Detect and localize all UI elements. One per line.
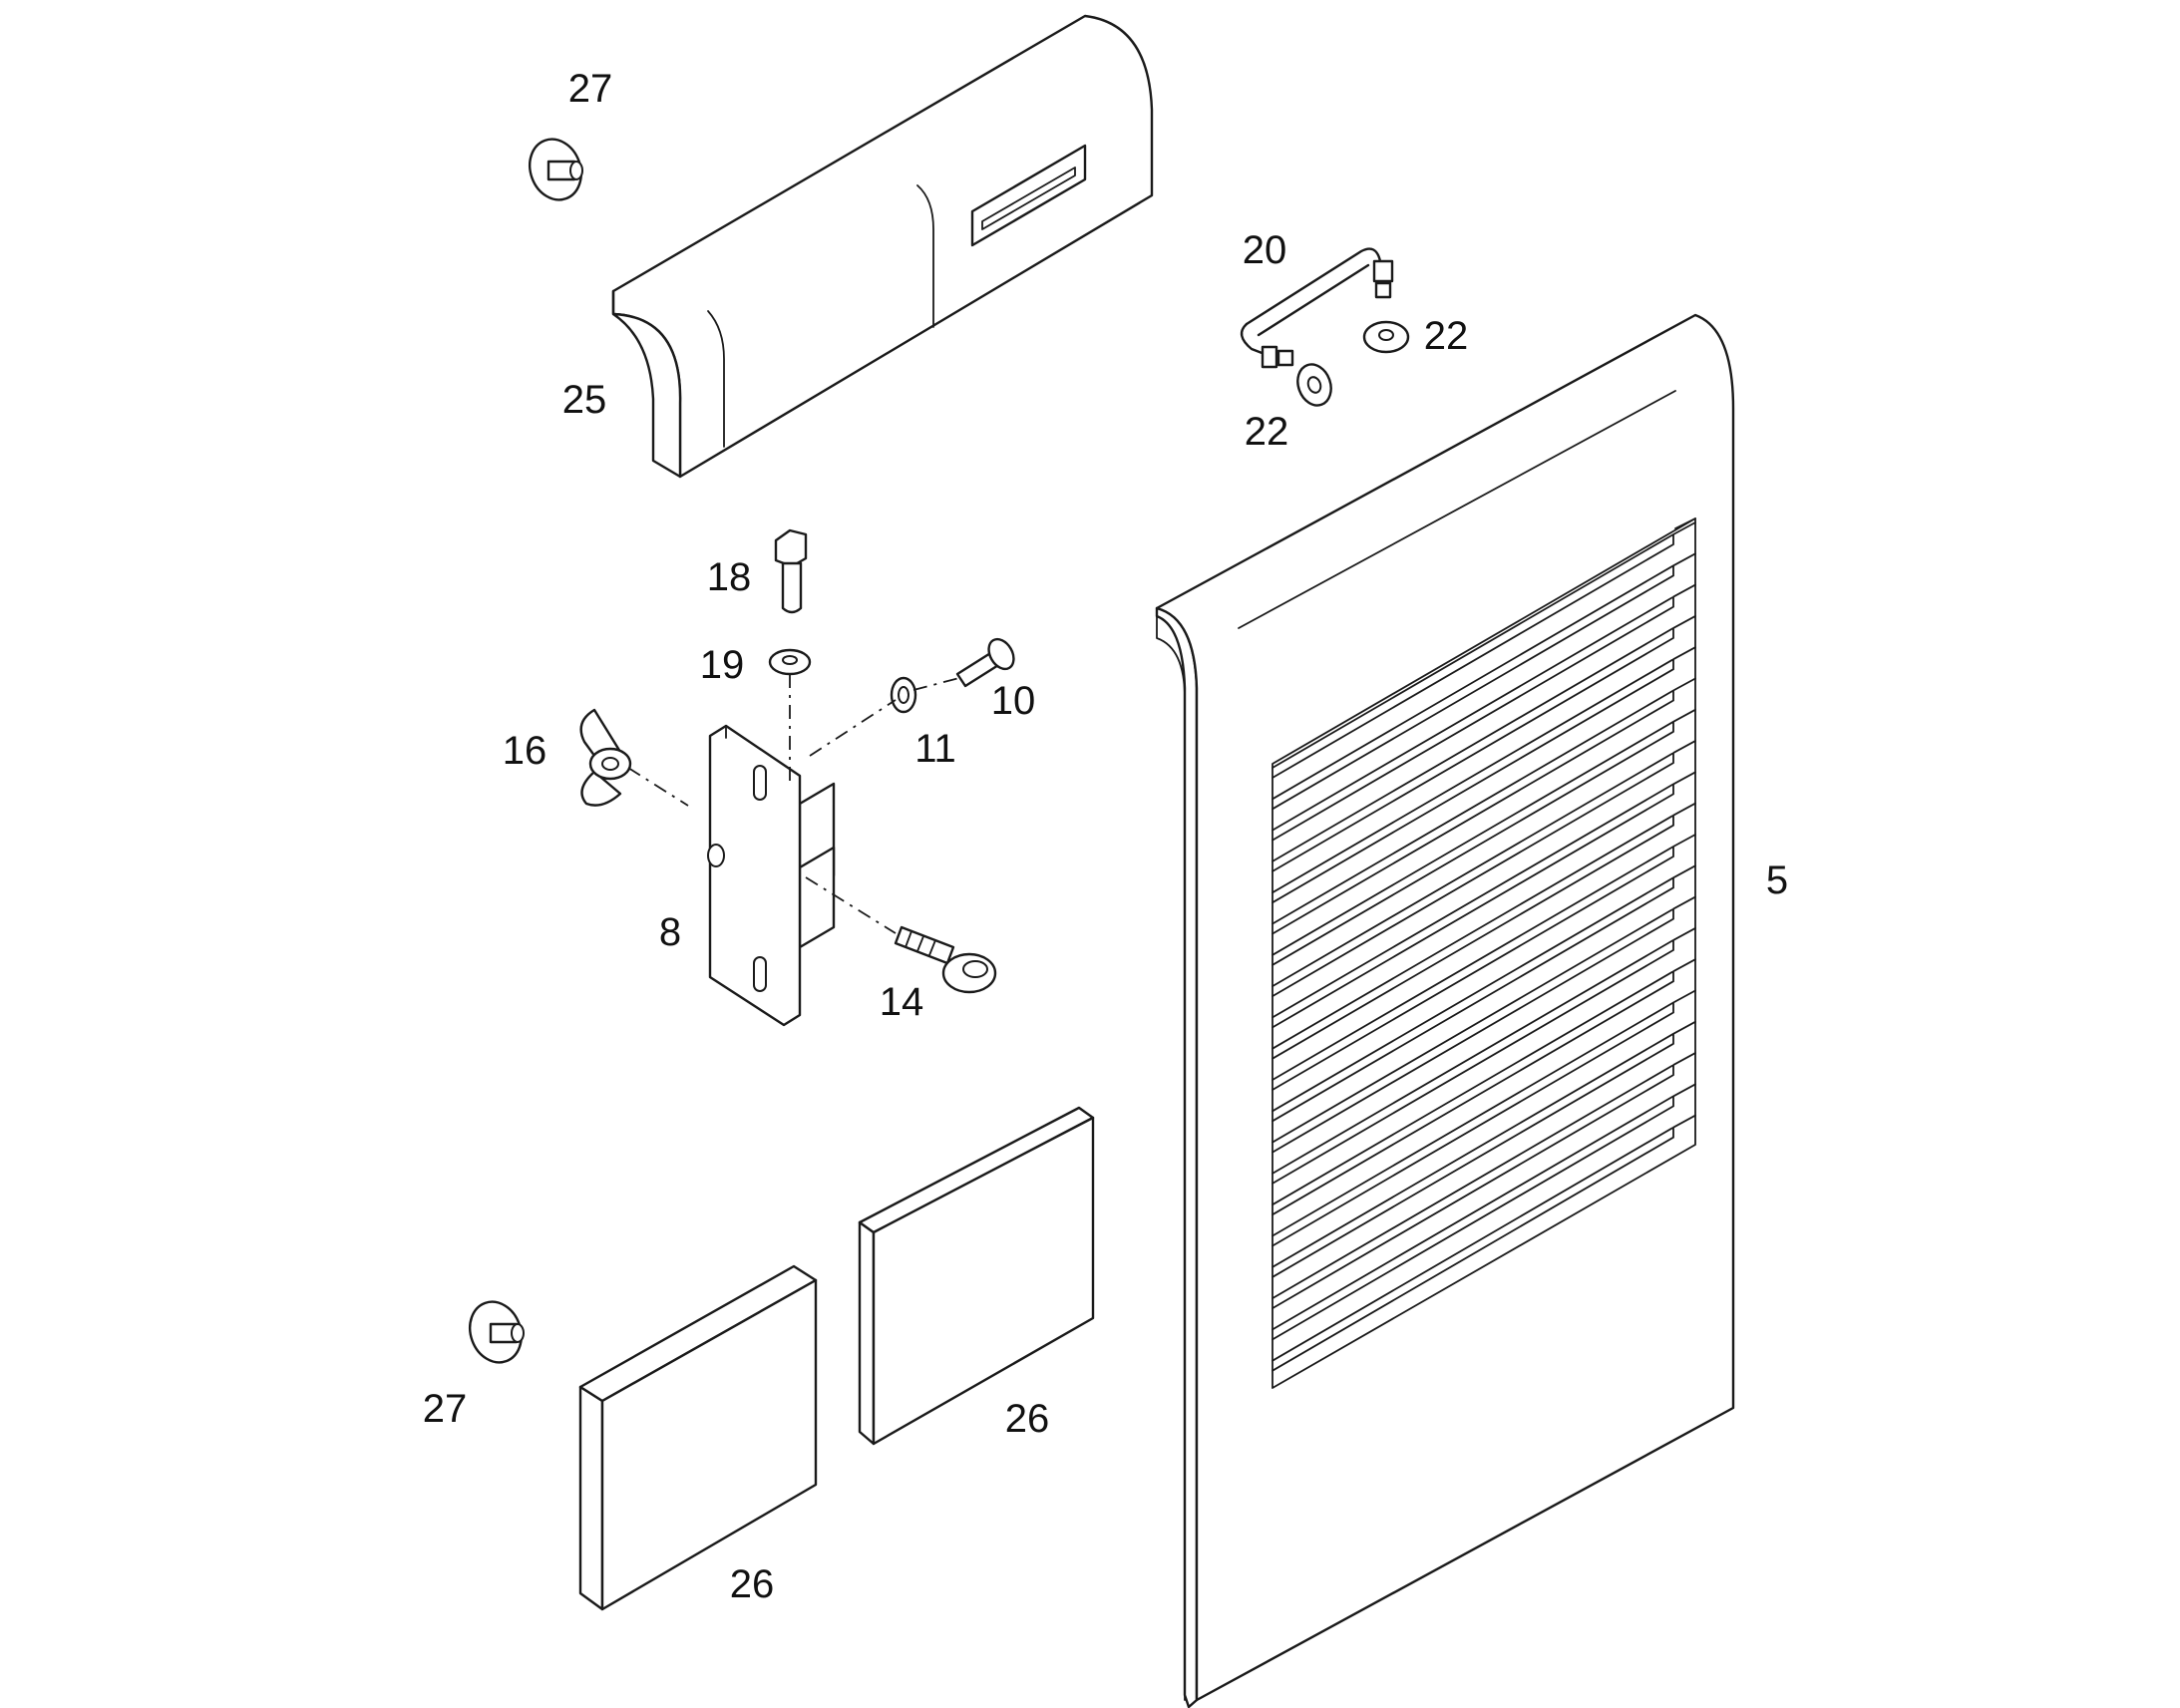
callout-26-right: 26 (1005, 1397, 1050, 1441)
callout-10: 10 (991, 679, 1036, 723)
louvre-slat (1272, 1020, 1696, 1278)
part-8-bracket (707, 724, 836, 1027)
louvre-slat (1272, 864, 1696, 1123)
callout-11: 11 (914, 727, 956, 771)
part-25-top-cover (611, 14, 1154, 479)
part-27-rivet-top (529, 138, 583, 201)
callout-5: 5 (1766, 858, 1788, 902)
part-26-foam-pad-right (858, 1106, 1095, 1446)
callout-22-bottom: 22 (1245, 410, 1289, 454)
louvre-slat (1272, 708, 1696, 966)
part-26-foam-pad-left (578, 1264, 818, 1611)
part-22-lock-washer-right (1362, 320, 1410, 354)
part-20-handle-bar (1240, 247, 1394, 369)
part-11-washer (890, 676, 917, 714)
louvre-slat (1272, 583, 1696, 842)
callout-labels: 27 25 20 22 22 18 19 10 11 16 8 14 5 27 … (423, 67, 1788, 1606)
part-5-front-panel (1155, 313, 1735, 1708)
callout-8: 8 (659, 910, 681, 954)
part-14-eye-bolt (894, 925, 997, 994)
callout-14: 14 (880, 980, 924, 1024)
callout-27-top: 27 (568, 67, 613, 111)
callout-19: 19 (700, 643, 745, 687)
callout-25: 25 (562, 378, 607, 422)
louvre-slat (1272, 1052, 1696, 1309)
louvre-slat (1272, 895, 1696, 1154)
louvre-slat (1272, 1083, 1696, 1341)
louvre-slat (1272, 521, 1696, 779)
louvre-slat (1272, 958, 1696, 1216)
callout-27-bottom: 27 (423, 1387, 468, 1431)
part-18-hex-bolt (774, 528, 808, 614)
assembly-lines (627, 674, 960, 934)
callout-18: 18 (707, 555, 752, 599)
louvre-slat (1272, 989, 1696, 1247)
louvre-slat (1272, 646, 1696, 904)
part-10-socket-screw (955, 637, 1015, 688)
callout-26-left: 26 (730, 1562, 775, 1606)
part-16-wing-nut (579, 708, 632, 807)
part-27-rivet-bottom (469, 1300, 525, 1364)
louvre-slat (1272, 740, 1696, 997)
grille-louvres (1272, 521, 1696, 1372)
louvre-slat (1272, 677, 1696, 935)
louvre-slat (1272, 1114, 1696, 1372)
louvre-slat (1272, 834, 1696, 1091)
callout-22-right: 22 (1424, 314, 1469, 358)
callout-16: 16 (503, 729, 547, 773)
louvre-slat (1272, 927, 1696, 1185)
part-22-lock-washer-bottom (1296, 363, 1332, 407)
part-19-washer (768, 648, 812, 676)
louvre-slat (1272, 615, 1696, 872)
louvre-slat (1272, 802, 1696, 1060)
callout-20: 20 (1243, 228, 1287, 272)
louvre-slat (1272, 771, 1696, 1029)
louvre-slat (1272, 552, 1696, 811)
